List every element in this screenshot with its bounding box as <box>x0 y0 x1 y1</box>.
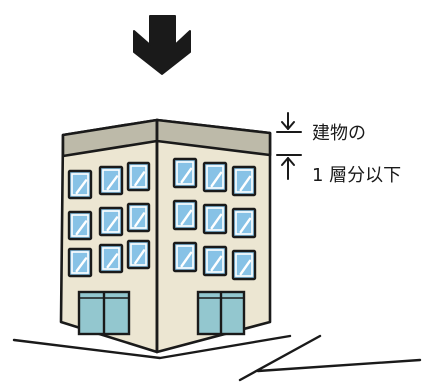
window <box>172 241 198 273</box>
window <box>98 206 124 237</box>
window <box>67 247 93 278</box>
ground-lines <box>12 334 422 382</box>
window <box>126 239 151 270</box>
window <box>202 245 228 277</box>
down-arrow-icon <box>133 15 191 75</box>
window <box>98 243 124 274</box>
window <box>98 165 124 196</box>
window <box>172 199 198 231</box>
entrance-doors <box>77 290 246 336</box>
window <box>231 249 257 281</box>
window <box>126 202 151 233</box>
window <box>172 157 198 189</box>
window <box>202 203 228 235</box>
height-label-line2: 1 層分以下 <box>312 165 402 186</box>
window <box>231 207 257 239</box>
window-grid <box>67 157 257 281</box>
window <box>67 169 93 200</box>
window <box>202 161 228 193</box>
window <box>231 165 257 197</box>
entrance-door-left <box>77 290 131 336</box>
window <box>126 161 151 192</box>
height-dimension-icon <box>276 112 302 180</box>
entrance-door-right <box>196 290 246 336</box>
window <box>67 210 93 241</box>
height-label-line1: 建物の <box>312 123 366 144</box>
